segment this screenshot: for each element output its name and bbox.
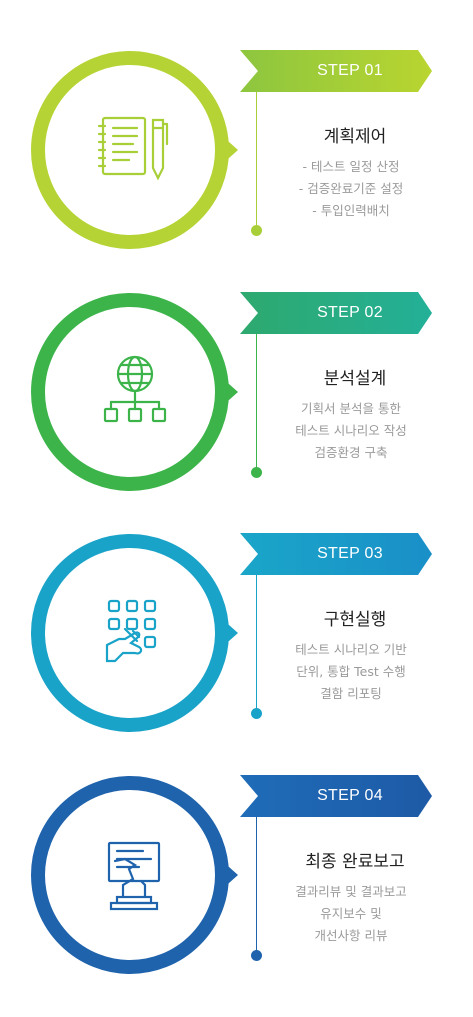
- step-title: 분석설계: [323, 369, 387, 389]
- timeline-dot: [251, 708, 262, 719]
- step-banner: STEP 01: [240, 50, 432, 92]
- globe-network-icon: [95, 352, 175, 432]
- step-title: 구현실행: [323, 610, 387, 630]
- description-line: 유지보수 및: [320, 906, 382, 921]
- notepad-pen-icon: [95, 110, 175, 190]
- description-line: - 테스트 일정 산정: [302, 159, 400, 174]
- timeline-dot: [251, 225, 262, 236]
- description-line: 개선사항 리뷰: [314, 928, 388, 943]
- step-4: STEP 04 최종 완료보고 결과리뷰 및 결과보고 유지보수 및 개선사항 …: [0, 775, 473, 1015]
- step-title: 계획제어: [323, 127, 387, 147]
- description-line: 결과리뷰 및 결과보고: [295, 884, 407, 899]
- step-description: - 테스트 일정 산정 - 검증완료기준 설정 - 투입인력배치: [262, 156, 440, 222]
- report-hand-icon: [95, 835, 175, 915]
- timeline-dot: [251, 950, 262, 961]
- step-title: 최종 완료보고: [305, 852, 405, 872]
- step-description: 기획서 분석을 통한 테스트 시나리오 작성 검증환경 구축: [262, 398, 440, 464]
- step-banner: STEP 02: [240, 292, 432, 334]
- description-line: 단위, 통합 Test 수행: [296, 664, 406, 679]
- step-1: STEP 01 계획제어 - 테스트 일정 산정 - 검증완료기준 설정 - 투…: [0, 50, 473, 290]
- step-description: 결과리뷰 및 결과보고 유지보수 및 개선사항 리뷰: [262, 881, 440, 947]
- description-line: 기획서 분석을 통한: [301, 401, 401, 416]
- description-line: 테스트 시나리오 작성: [295, 423, 407, 438]
- step-label: STEP 04: [317, 787, 383, 804]
- description-line: 검증환경 구축: [314, 445, 388, 460]
- step-description: 테스트 시나리오 기반 단위, 통합 Test 수행 결함 리포팅: [262, 639, 440, 705]
- step-circle: [30, 292, 238, 492]
- description-line: - 검증완료기준 설정: [298, 181, 404, 196]
- timeline-dot: [251, 467, 262, 478]
- step-3: STEP 03 구현실행 테스트 시나리오 기반 단위, 통합 Test 수행 …: [0, 533, 473, 773]
- step-circle: [30, 533, 238, 733]
- timeline-line: [256, 334, 257, 472]
- step-banner: STEP 04: [240, 775, 432, 817]
- touch-grid-icon: [95, 593, 175, 673]
- step-label: STEP 01: [317, 62, 383, 79]
- step-label: STEP 03: [317, 545, 383, 562]
- step-label: STEP 02: [317, 304, 383, 321]
- step-circle: [30, 775, 238, 975]
- step-2: STEP 02 분석설계 기획서 분석을 통한 테스트 시나리오 작성 검증환경…: [0, 292, 473, 532]
- timeline-line: [256, 575, 257, 713]
- description-line: - 투입인력배치: [312, 203, 390, 218]
- timeline-line: [256, 817, 257, 955]
- step-banner: STEP 03: [240, 533, 432, 575]
- description-line: 결함 리포팅: [320, 686, 382, 701]
- timeline-line: [256, 92, 257, 230]
- description-line: 테스트 시나리오 기반: [295, 642, 407, 657]
- step-circle: [30, 50, 238, 250]
